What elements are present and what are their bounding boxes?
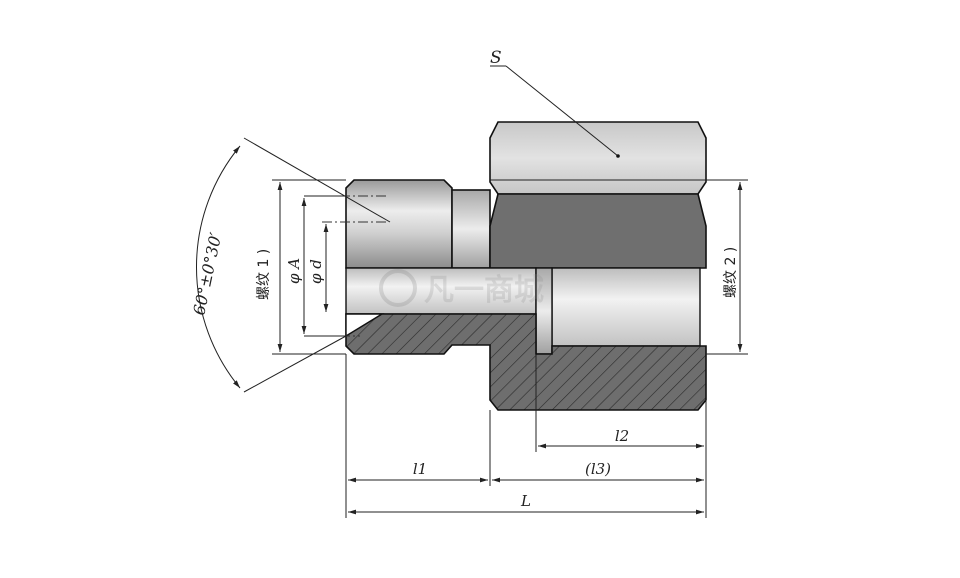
l1-label: l1 xyxy=(413,460,427,478)
angle-arc xyxy=(196,145,241,389)
s-label: S xyxy=(490,48,502,68)
watermark-text: 凡一商城 xyxy=(424,273,544,308)
phi-d-label: φ d xyxy=(307,259,325,284)
angle-label: 60°±0°30′ xyxy=(189,230,225,316)
s-leader xyxy=(505,65,619,157)
cone-seat xyxy=(345,313,385,338)
bore-right xyxy=(551,267,701,347)
hex-body xyxy=(489,121,707,195)
s-leader-dot xyxy=(616,154,620,158)
section-hatch xyxy=(345,313,707,411)
watermark-logo-icon xyxy=(379,269,417,307)
l2-label: l2 xyxy=(615,427,629,445)
thread1-label: 螺纹 1 ) xyxy=(256,249,272,300)
left-stub-upper xyxy=(345,179,453,269)
neck-upper xyxy=(451,189,491,269)
thread2-label: 螺纹 2 ) xyxy=(723,247,739,298)
phi-a-label: φ A xyxy=(285,258,303,284)
internal-thread-face xyxy=(489,193,707,269)
watermark: 凡一商城 xyxy=(379,269,544,308)
total-length-label: L xyxy=(520,492,531,510)
angle-leg-lower xyxy=(243,335,347,393)
l3-label: (l3) xyxy=(585,460,611,478)
angle-leg-upper xyxy=(243,137,391,223)
